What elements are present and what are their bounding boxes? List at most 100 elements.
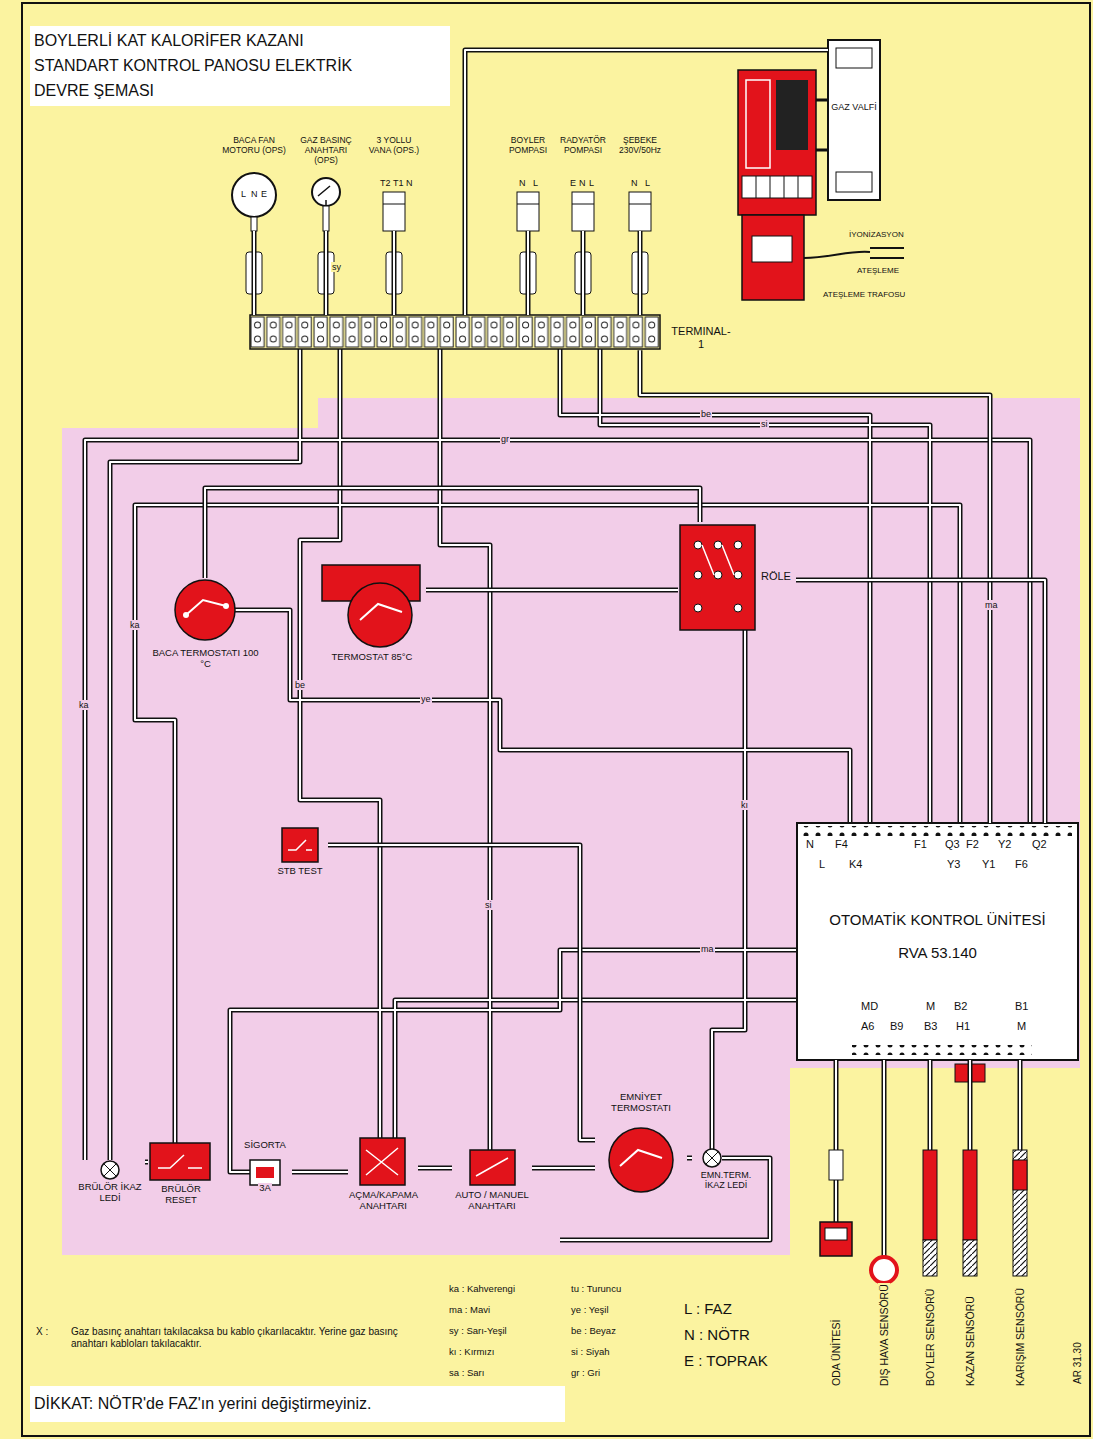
cable-outer xyxy=(526,231,531,315)
sensor-illustrations xyxy=(829,1150,843,1180)
cable-outer xyxy=(324,231,329,315)
wire-color-code: kı xyxy=(740,800,749,810)
page-frame xyxy=(22,3,1090,1436)
title-text: BOYLERLİ KAT KALORİFER KAZANI STANDART K… xyxy=(30,26,368,105)
wire-color-code: ma xyxy=(700,944,715,954)
cable-connector xyxy=(292,1172,348,1173)
component-label: EMNİYET TERMOSTATI xyxy=(595,1092,687,1114)
cable-connector xyxy=(465,50,828,315)
front-panel-parts xyxy=(101,1128,721,1192)
top-devices xyxy=(629,192,651,231)
thermostat-symbols xyxy=(175,580,235,640)
sensor-illustrations xyxy=(820,1064,1027,1283)
cable-inner xyxy=(969,1060,971,1085)
relay-symbol xyxy=(680,525,755,630)
pin-label: T1 xyxy=(392,178,405,188)
terminal-pin: M xyxy=(1016,1020,1027,1033)
component-label: OTOMATİK KONTROL ÜNİTESİ xyxy=(828,911,1046,928)
cable-connector xyxy=(328,845,595,1140)
color-code-key: be : Beyaz xyxy=(570,1326,617,1337)
cable-outer xyxy=(418,1166,452,1171)
cable-outer xyxy=(687,1156,692,1161)
component-label: EMN.TERM. İKAZ LEDİ xyxy=(692,1170,760,1191)
boiler-pump: BOYLER POMPASI xyxy=(505,136,551,231)
thermostat-symbols xyxy=(175,565,420,862)
safety-thermostat: EMNİYET TERMOSTATI xyxy=(595,1092,687,1184)
note: Gaz basınç anahtarı takılacaksa bu kablo… xyxy=(70,1326,422,1349)
pin-label: L xyxy=(240,189,247,199)
room-unit: ODA ÜNİTESİ xyxy=(820,1085,852,1390)
cable-outer xyxy=(145,1160,148,1165)
thermostat: TERMOSTAT 85°C xyxy=(318,562,426,663)
cable-inner xyxy=(527,231,529,315)
terminal-pin: B9 xyxy=(889,1020,904,1033)
terminal-pin: B1 xyxy=(1014,1000,1029,1013)
cable-connector xyxy=(884,1060,885,1085)
cable-connector xyxy=(687,1158,692,1159)
component-label: RÖLE xyxy=(760,570,792,583)
gas-valve-housing xyxy=(828,40,880,200)
sensor-illustrations xyxy=(963,1240,977,1276)
component-label: BOYLER SENSÖRÜ xyxy=(924,1288,936,1387)
cable-outer xyxy=(638,231,643,315)
front-panel-parts xyxy=(706,1152,718,1164)
top-devices xyxy=(572,192,594,231)
component-label: SİGORTA xyxy=(243,1140,287,1151)
cable-connector xyxy=(1020,1060,1021,1085)
panel-area xyxy=(62,398,1080,1255)
top-devices xyxy=(232,173,651,294)
cable-outer xyxy=(465,50,828,315)
cable-outer xyxy=(426,588,678,593)
terminal-pin: F2 xyxy=(965,838,980,851)
cable-outer xyxy=(205,488,700,578)
front-panel-parts xyxy=(101,1161,119,1179)
component-label: AUTO / MANUEL ANAHTARI xyxy=(452,1190,532,1212)
color-code-key: tu : Turuncu xyxy=(570,1284,622,1295)
cable-inner xyxy=(835,1060,837,1085)
component-label: STB TEST xyxy=(276,866,323,877)
cable-inner xyxy=(929,1060,931,1085)
terminal-pin: B2 xyxy=(953,1000,968,1013)
wire-color-code: ma xyxy=(984,600,999,610)
pin-label: L xyxy=(588,178,595,188)
component-label: ŞEBEKE 230V/50Hz xyxy=(614,136,666,156)
safety-warning-led: EMN.TERM. İKAZ LEDİ xyxy=(692,1146,760,1191)
component-label: KARIŞIM SENSÖRÜ xyxy=(1014,1287,1026,1387)
sensor-illustrations xyxy=(923,1150,937,1240)
cable-connector xyxy=(205,488,700,578)
top-devices xyxy=(251,217,257,231)
thermostat-symbols xyxy=(183,612,189,618)
control-unit-housing xyxy=(797,823,1078,1060)
sensor-illustrations xyxy=(1013,1160,1027,1190)
cable-outer xyxy=(252,231,257,315)
terminal-pin: H1 xyxy=(955,1020,971,1033)
component-label: 3A xyxy=(258,1183,272,1194)
component-label: BRÜLÖR İKAZ LEDİ xyxy=(75,1182,145,1204)
cable-connector xyxy=(640,231,641,315)
top-devices xyxy=(232,173,276,217)
terminal-pin: A6 xyxy=(860,1020,875,1033)
ignition-control-box xyxy=(756,176,798,198)
wire-color-code: si xyxy=(484,900,493,910)
top-devices xyxy=(312,178,340,206)
relay-symbol xyxy=(714,571,722,579)
wire-color-code: ka xyxy=(78,700,90,710)
burner-reset-button: BRÜLÖR RESET xyxy=(148,1140,214,1206)
outdoor-sensor: DIŞ HAVA SENSÖRÜ xyxy=(868,1085,900,1390)
cable-connector xyxy=(426,590,678,591)
cable-inner xyxy=(883,1060,885,1085)
gas-valve-housing xyxy=(828,40,880,200)
cable-outer xyxy=(834,1060,839,1085)
cable-inner xyxy=(1019,1060,1021,1085)
cable-inner xyxy=(687,1157,692,1159)
sensor-illustrations xyxy=(1013,1150,1027,1276)
relay-symbol xyxy=(694,604,702,612)
caption-box: DİKKAT: NÖTR'de FAZ'ın yerini değiştirme… xyxy=(30,1386,565,1422)
color-code-key: sa : Sarı xyxy=(448,1368,485,1379)
cable-connector xyxy=(254,231,255,315)
conductor-key: E : TOPRAK xyxy=(683,1352,769,1369)
sensor-illustrations xyxy=(923,1240,937,1276)
front-panel-parts xyxy=(360,1138,405,1185)
